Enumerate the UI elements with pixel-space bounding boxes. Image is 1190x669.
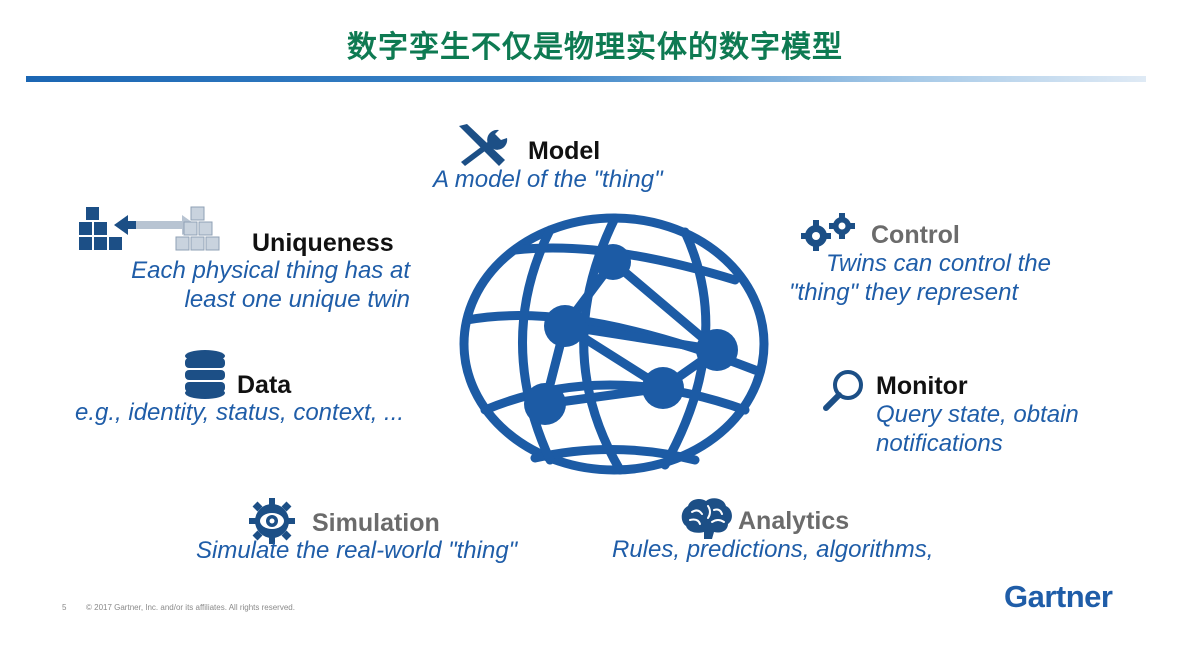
- analytics-description: Rules, predictions, algorithms,: [612, 536, 934, 563]
- uniqueness-description-line2: least one unique twin: [184, 286, 411, 313]
- title-divider: [26, 76, 1146, 82]
- gears-icon: [800, 212, 860, 252]
- slide-title: 数字孪生不仅是物理实体的数字模型: [347, 30, 843, 65]
- control-heading: Control: [871, 221, 960, 249]
- database-icon: [184, 350, 226, 400]
- control-description-line2: "thing" they represent: [789, 279, 1019, 306]
- wrench-screwdriver-icon: [455, 122, 511, 168]
- data-heading: Data: [237, 371, 292, 399]
- simulation-heading: Simulation: [312, 509, 440, 537]
- monitor-description-line2: notifications: [876, 430, 1003, 457]
- magnifier-icon: [822, 368, 866, 412]
- brain-icon: [678, 496, 734, 540]
- uniqueness-description-line1: Each physical thing has at: [131, 257, 410, 284]
- eye-gear-icon: [248, 497, 296, 545]
- model-heading: Model: [528, 137, 601, 165]
- control-description-line1: Twins can control the: [826, 250, 1051, 277]
- monitor-heading: Monitor: [876, 372, 968, 400]
- cubes-arrow-icon: [76, 205, 224, 253]
- gartner-logo: Gartner: [1004, 579, 1113, 614]
- analytics-heading: Analytics: [738, 507, 850, 535]
- copyright-notice: © 2017 Gartner, Inc. and/or its affiliat…: [86, 603, 295, 612]
- simulation-description: Simulate the real-world "thing": [196, 537, 518, 564]
- uniqueness-heading: Uniqueness: [252, 229, 394, 257]
- monitor-description-line1: Query state, obtain: [876, 401, 1079, 428]
- page-number: 5: [62, 603, 67, 612]
- globe-network-icon: [455, 210, 773, 478]
- data-description: e.g., identity, status, context, ...: [75, 399, 405, 426]
- model-description: A model of the "thing": [433, 166, 663, 193]
